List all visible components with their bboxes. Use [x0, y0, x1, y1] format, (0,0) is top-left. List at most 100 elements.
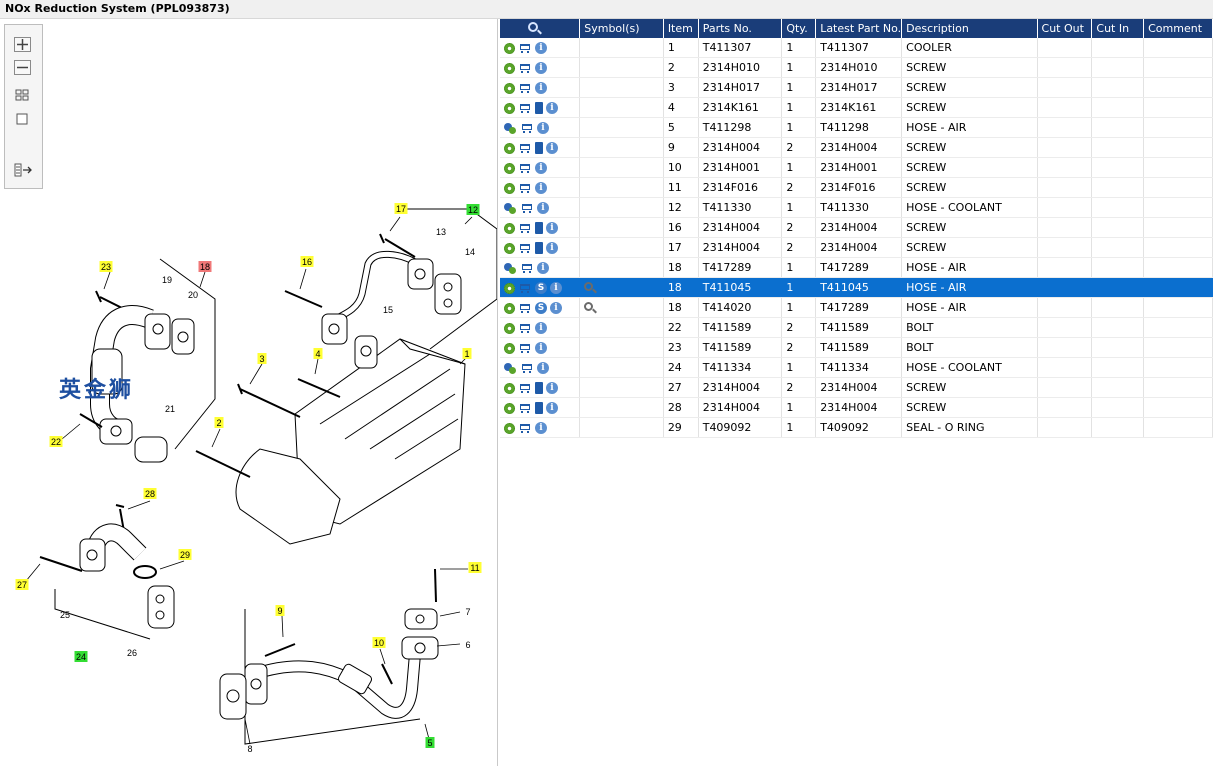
callout-1[interactable]: 1 [462, 348, 472, 359]
gear-icon[interactable] [504, 342, 515, 354]
cart-icon[interactable] [518, 143, 532, 154]
cart-icon[interactable] [518, 323, 532, 334]
info-icon[interactable]: i [535, 322, 547, 334]
gear-icon[interactable] [504, 82, 515, 94]
gear-icon[interactable] [504, 422, 515, 434]
cart-icon[interactable] [518, 183, 532, 194]
locate-icon[interactable] [584, 302, 597, 314]
info-icon[interactable]: i [535, 182, 547, 194]
cart-icon[interactable] [518, 163, 532, 174]
callout-29[interactable]: 29 [178, 549, 192, 560]
cart-icon[interactable] [518, 383, 532, 394]
callout-27[interactable]: 27 [15, 579, 29, 590]
gear-icon[interactable] [504, 382, 515, 394]
callout-18[interactable]: 18 [198, 261, 212, 272]
gear-icon[interactable] [504, 42, 515, 54]
info-icon[interactable]: i [537, 362, 549, 374]
cart-icon[interactable] [518, 403, 532, 414]
column-header-description[interactable]: Description [901, 19, 1038, 38]
document-icon[interactable] [535, 142, 543, 154]
callout-24[interactable]: 24 [74, 651, 88, 662]
gear-icon[interactable] [504, 62, 515, 74]
gear-icon[interactable] [504, 302, 515, 314]
fit-button[interactable] [14, 88, 31, 103]
info-icon[interactable]: i [546, 382, 558, 394]
callout-12[interactable]: 12 [466, 204, 480, 215]
gear-icon[interactable] [504, 142, 515, 154]
multi-gear-icon[interactable] [504, 362, 517, 374]
zoom-out-button[interactable] [14, 60, 31, 75]
multi-gear-icon[interactable] [504, 122, 517, 134]
cart-icon[interactable] [518, 343, 532, 354]
multi-gear-icon[interactable] [504, 262, 517, 274]
cart-icon[interactable] [518, 43, 532, 54]
callout-11[interactable]: 11 [468, 562, 482, 573]
gear-icon[interactable] [504, 222, 515, 234]
locate-icon[interactable] [584, 282, 597, 294]
info-icon[interactable]: i [537, 202, 549, 214]
info-icon[interactable]: i [546, 222, 558, 234]
column-header-item[interactable]: Item [663, 19, 699, 38]
info-icon[interactable]: i [535, 422, 547, 434]
callout-23[interactable]: 23 [99, 261, 113, 272]
magnifier-icon[interactable] [528, 22, 542, 35]
info-icon[interactable]: i [546, 242, 558, 254]
info-icon[interactable]: i [535, 342, 547, 354]
gear-icon[interactable] [504, 322, 515, 334]
callout-17[interactable]: 17 [394, 203, 408, 214]
info-icon[interactable]: i [535, 162, 547, 174]
cart-icon[interactable] [518, 423, 532, 434]
zoom-in-button[interactable] [14, 37, 31, 52]
callout-10[interactable]: 10 [372, 637, 386, 648]
panel-toggle-button[interactable] [14, 163, 32, 178]
callout-9[interactable]: 9 [275, 605, 285, 616]
callout-2[interactable]: 2 [214, 417, 224, 428]
column-header-cut-out[interactable]: Cut Out [1037, 19, 1093, 38]
info-icon[interactable]: i [535, 42, 547, 54]
gear-icon[interactable] [504, 402, 515, 414]
document-icon[interactable] [535, 382, 543, 394]
callout-22[interactable]: 22 [49, 436, 63, 447]
info-icon[interactable]: i [546, 102, 558, 114]
gear-icon[interactable] [504, 102, 515, 114]
cart-icon[interactable] [520, 123, 534, 134]
column-header-qty[interactable]: Qty. [781, 19, 817, 38]
column-header-latest-part-no[interactable]: Latest Part No. [815, 19, 903, 38]
cart-icon[interactable] [518, 303, 532, 314]
column-header-comment[interactable]: Comment [1143, 19, 1213, 38]
gear-icon[interactable] [504, 282, 515, 294]
column-header-cut-in[interactable]: Cut In [1091, 19, 1145, 38]
document-icon[interactable] [535, 402, 543, 414]
info-icon[interactable]: i [537, 122, 549, 134]
gear-icon[interactable] [504, 162, 515, 174]
cart-icon[interactable] [520, 363, 534, 374]
info-icon[interactable]: i [535, 82, 547, 94]
callout-5[interactable]: 5 [425, 737, 435, 748]
gear-icon[interactable] [504, 242, 515, 254]
info-icon[interactable]: i [535, 62, 547, 74]
cart-icon[interactable] [518, 63, 532, 74]
column-header-parts-no[interactable]: Parts No. [698, 19, 783, 38]
cart-icon[interactable] [518, 83, 532, 94]
callout-3[interactable]: 3 [257, 353, 267, 364]
superseded-icon[interactable]: S [535, 282, 547, 294]
window-button[interactable] [14, 112, 31, 127]
column-header-search[interactable] [500, 19, 581, 38]
info-icon[interactable]: i [537, 262, 549, 274]
